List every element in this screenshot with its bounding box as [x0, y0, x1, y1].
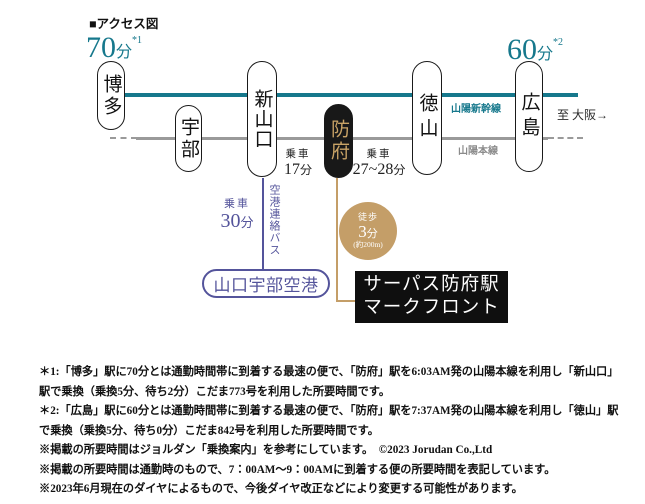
- property-name-box: サーパス防府駅 マークフロント: [355, 271, 508, 323]
- ride-unit: 分: [240, 215, 254, 231]
- ride-unit: 分: [299, 162, 312, 177]
- station-hiroshima: 広島: [515, 61, 543, 172]
- property-name-line1: サーパス防府駅: [363, 275, 500, 295]
- main-line-label: 山陽本線: [458, 146, 498, 157]
- footnote-1: ＊1:「博多」駅に70分とは通勤時間帯に到着する最速の便で、「防府」駅を6:03…: [39, 366, 619, 398]
- walk-route-hline: [336, 300, 356, 302]
- station-hakata: 博多: [97, 61, 125, 130]
- travel-time-hiroshima-unit: 分: [537, 46, 554, 63]
- footnote-4: ※掲載の所要時間は通勤時のもので、7：00AM～9：00AMに到着する便の所要時…: [39, 463, 556, 476]
- walk-unit: 分: [366, 228, 378, 241]
- ride-value: 27~28: [352, 160, 394, 178]
- ride-prefix: 乗車: [285, 149, 311, 160]
- travel-time-hiroshima-value: 60: [507, 33, 537, 66]
- main-line-dash-right: [548, 136, 583, 139]
- main-line-dash-left: [110, 136, 137, 139]
- walk-value: 3: [358, 222, 367, 242]
- walk-time-badge: 徒歩 3分 (約200m): [339, 202, 397, 260]
- travel-time-hakata-unit: 分: [116, 44, 133, 61]
- station-shinyamaguchi: 新山口: [247, 61, 277, 177]
- travel-time-hiroshima-note: *2: [553, 37, 564, 48]
- page-title: ■アクセス図: [89, 17, 159, 31]
- shinkansen-line-label: 山陽新幹線: [451, 104, 501, 115]
- footnote-2: ＊2:「広島」駅に60分とは通勤時間帯に到着する最速の便で、「防府」駅を7:37…: [39, 405, 619, 437]
- travel-time-hakata-value: 70: [86, 31, 116, 64]
- station-tokuyama: 徳山: [412, 61, 442, 175]
- ride-unit: 分: [393, 162, 406, 177]
- ride-value: 17: [283, 160, 300, 178]
- footnote-5: ※2023年6月現在のダイヤによるもので、今後ダイヤ改正などにより変更する可能性…: [39, 483, 523, 495]
- ride-time-shinyamaguchi-hofu: 乗車 17分: [276, 149, 320, 178]
- walk-mode: 徒歩: [357, 212, 378, 223]
- walk-route-vline: [336, 178, 338, 302]
- station-hofu: 防府: [324, 104, 353, 178]
- station-ube: 宇部: [175, 105, 202, 172]
- ride-value: 30: [220, 210, 241, 233]
- airport-bus-label: 空港連絡バス: [268, 184, 280, 256]
- walk-distance: (約200m): [353, 240, 383, 250]
- ride-prefix: 乗車: [366, 149, 392, 160]
- to-osaka-label: 至 大阪→: [557, 108, 609, 122]
- travel-time-hiroshima: 60分*2: [507, 35, 563, 65]
- travel-time-hakata: 70分*1: [86, 33, 142, 63]
- shinkansen-line: [104, 93, 578, 97]
- property-name-line2: マークフロント: [363, 298, 500, 318]
- airport-bus-line: [262, 178, 264, 271]
- ride-time-airport-bus: 乗車 30分: [213, 198, 261, 232]
- travel-time-hakata-note: *1: [132, 35, 143, 46]
- footnote-3: ※掲載の所要時間はジョルダン「乗換案内」を参考にしています。 ©2023 Jor…: [39, 444, 493, 456]
- ride-time-hofu-tokuyama: 乗車 27~28分: [350, 149, 408, 178]
- ride-prefix: 乗車: [224, 198, 250, 210]
- airport-name-box: 山口宇部空港: [202, 269, 330, 298]
- footnotes: ＊1:「博多」駅に70分とは通勤時間帯に到着する最速の便で、「防府」駅を6:03…: [39, 363, 623, 500]
